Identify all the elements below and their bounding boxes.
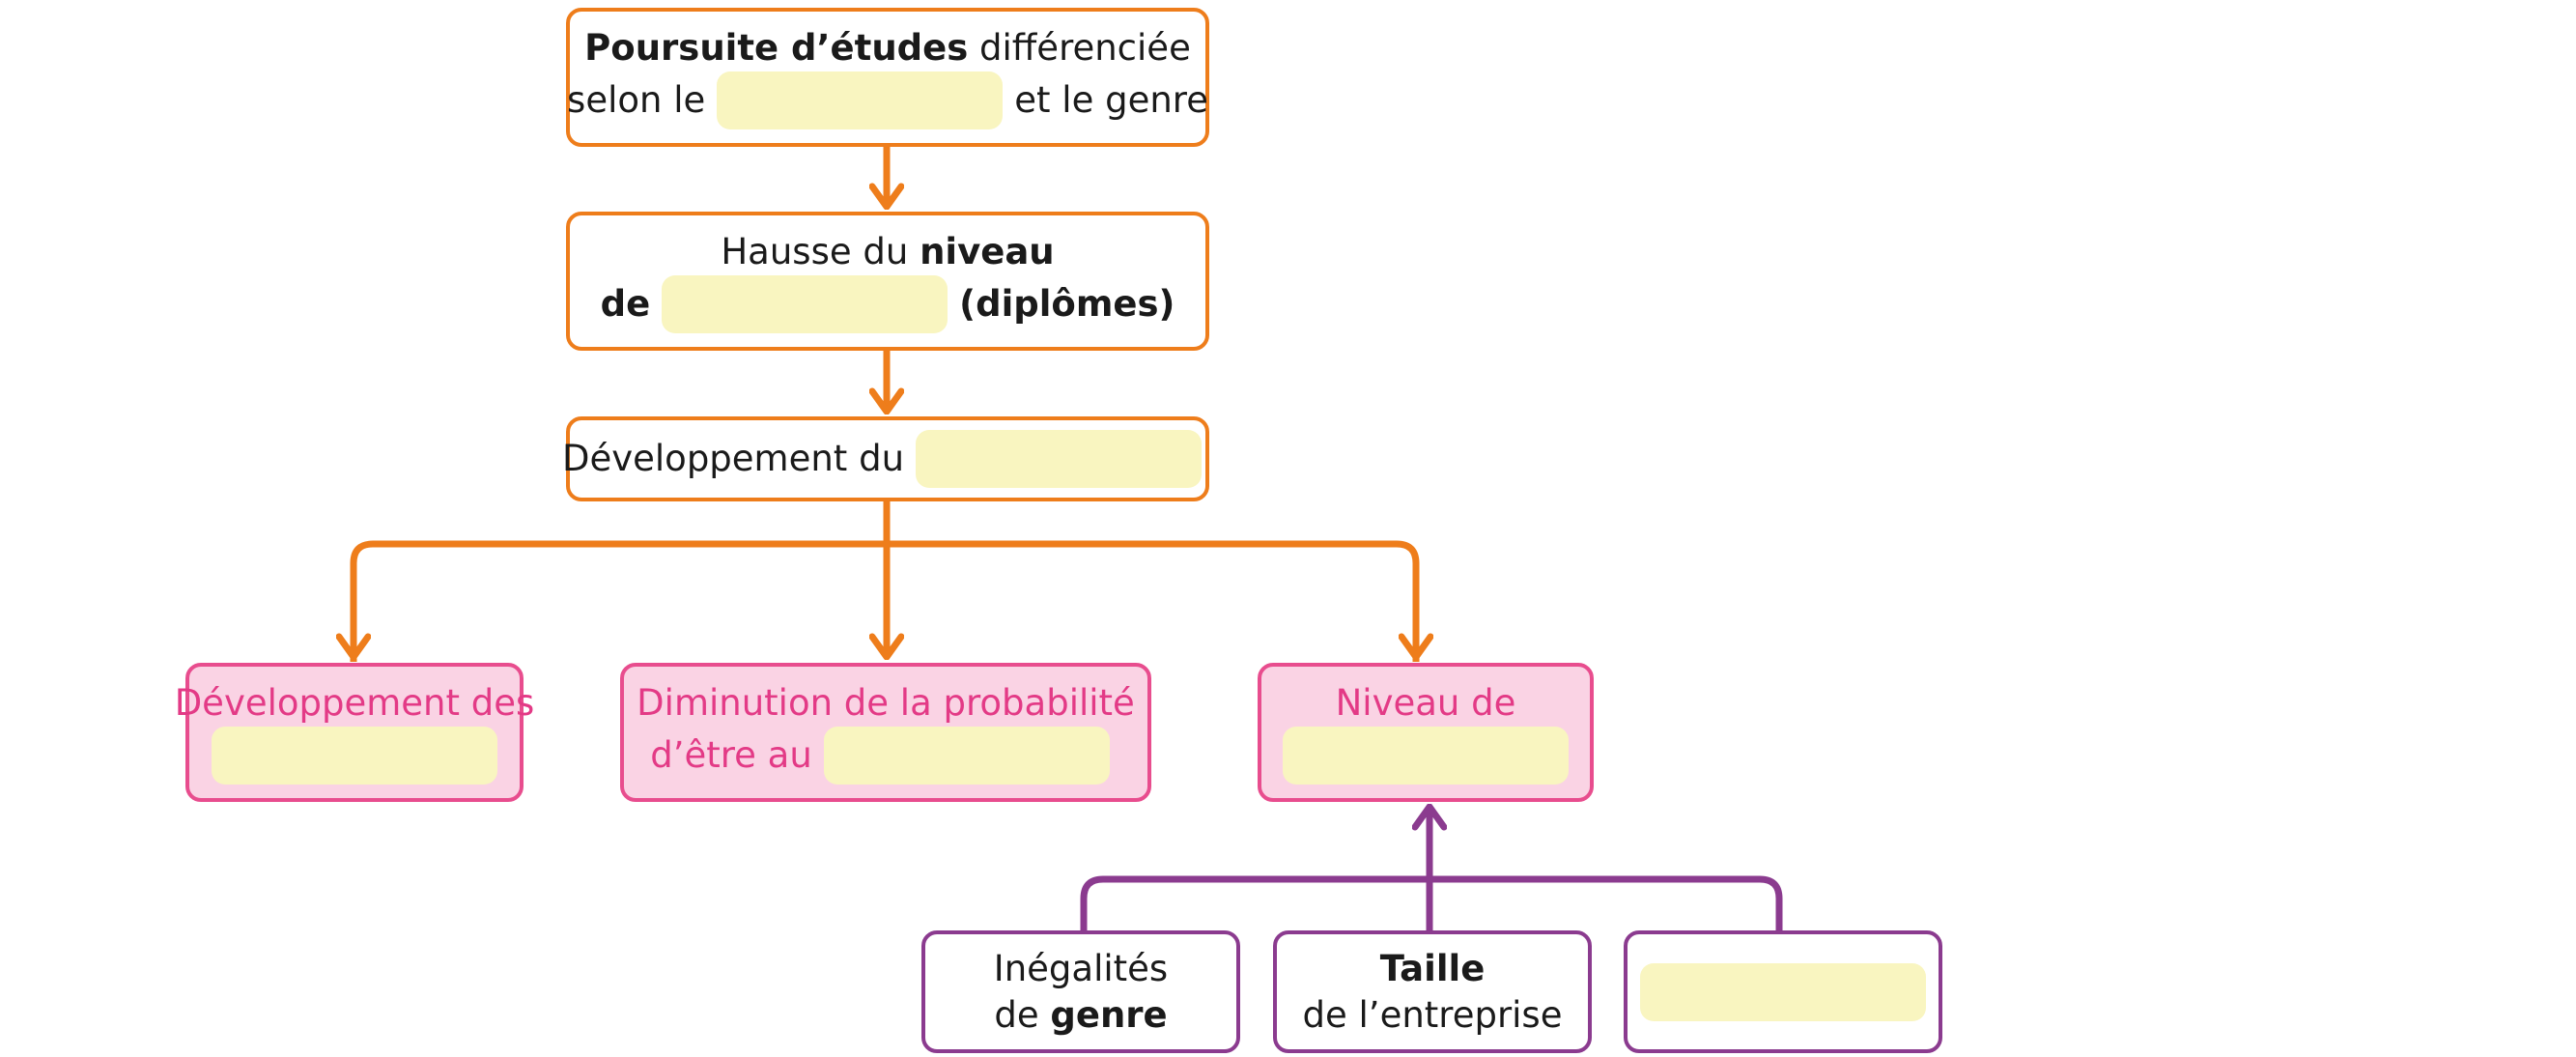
diminution-line1: Diminution de la probabilité (637, 682, 1135, 725)
inegalites-line2-text: de (994, 993, 1051, 1036)
taille-bold: Taille (1379, 948, 1486, 990)
box-inegalites-genre: Inégalités de genre (921, 930, 1240, 1053)
box-blank-factor (1624, 930, 1942, 1053)
blank-field[interactable] (823, 726, 1110, 785)
dev-des-label: Développement des (174, 682, 535, 725)
poursuite-bold: Poursuite d’études (584, 27, 969, 70)
diminution-line2-before: d’être au (650, 733, 812, 776)
blank-field[interactable] (717, 71, 1004, 129)
box-taille-entreprise: Taille de l’entreprise (1273, 930, 1592, 1053)
box-poursuite-etudes: Poursuite d’études différenciée selon le… (566, 8, 1209, 147)
blank-field[interactable] (1283, 726, 1569, 785)
blank-field[interactable] (662, 274, 948, 333)
blank-field[interactable] (916, 430, 1203, 488)
hausse-line2-bold: de (600, 282, 651, 325)
hausse-line2-after: (diplômes) (959, 282, 1175, 325)
poursuite-line2-before: selon le (567, 78, 706, 121)
blank-field[interactable] (1640, 962, 1926, 1021)
box-hausse-niveau: Hausse du niveau de (diplômes) (566, 212, 1209, 351)
poursuite-line2-after: et le genre (1014, 78, 1208, 121)
developpement-text: Développement du (561, 438, 905, 480)
niveau-de-label: Niveau de (1335, 682, 1516, 725)
box-niveau-de: Niveau de (1258, 663, 1594, 802)
inegalites-line1: Inégalités (993, 948, 1169, 990)
inegalites-line2-bold: genre (1050, 993, 1168, 1036)
blank-field[interactable] (212, 726, 497, 785)
hausse-bold: niveau (920, 231, 1055, 273)
hausse-text: Hausse du (721, 231, 920, 273)
taille-line2: de l’entreprise (1302, 993, 1563, 1036)
box-developpement-du: Développement du (562, 416, 1209, 501)
box-developpement-des: Développement des (175, 663, 534, 802)
poursuite-rest: différenciée (968, 27, 1191, 70)
box-diminution-probabilite: Diminution de la probabilité d’être au (620, 663, 1151, 802)
